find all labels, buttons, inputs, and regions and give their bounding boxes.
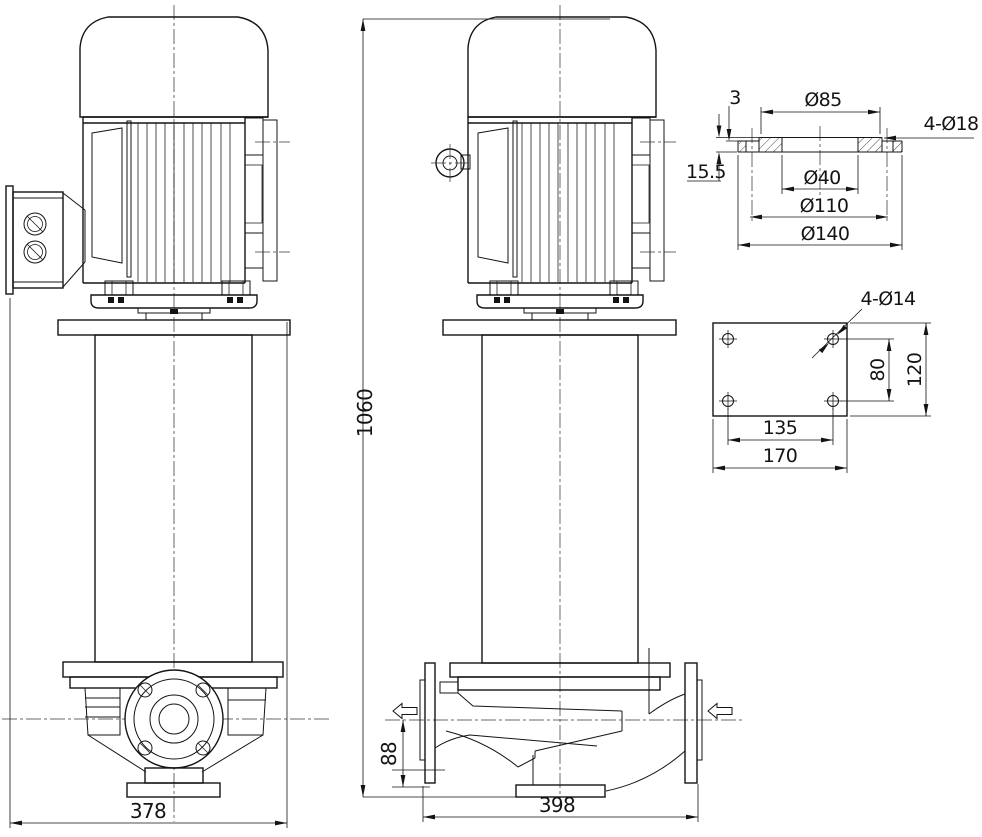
base-plate-hole-spacing-x-dim-text: 135 <box>763 417 797 439</box>
front-view: 378 <box>2 5 332 828</box>
base-plate-hole <box>824 330 842 348</box>
base-plate-holes-callout-text: 4-Ø14 <box>860 288 916 310</box>
outlet-flange <box>419 662 436 784</box>
flange-section-outline <box>737 137 903 153</box>
base-plate-detail-view: 4-Ø14 80 120 135 170 <box>712 288 931 473</box>
flange-bolt-circle-dim: Ø110 <box>750 195 888 220</box>
motor-body <box>467 116 656 284</box>
base-plate-hole <box>719 330 737 348</box>
flange-raised-face-dia-dim: Ø85 <box>760 89 881 134</box>
motor-body <box>82 116 268 284</box>
flange-bolt-circle-dim-text: Ø110 <box>800 195 849 217</box>
flow-arrow-in <box>707 702 733 720</box>
flange-outer-dia-dim-text: Ø140 <box>801 223 850 245</box>
flange-bore-dim-text: Ø40 <box>803 167 840 189</box>
flange-section-hatch <box>858 138 882 152</box>
base-plate-hole-spacing-y-dim-text: 80 <box>867 359 889 382</box>
flange-section-hatch <box>759 138 782 152</box>
terminal-box-screw <box>23 240 47 264</box>
motor-side-panel <box>477 127 509 264</box>
flange-thickness-dim: 15.5 <box>686 151 737 183</box>
flange-section-hatch <box>893 141 902 152</box>
motor-fins <box>137 123 231 282</box>
base-plate-width-dim-text: 170 <box>763 445 797 467</box>
base-plate-outline <box>712 322 848 417</box>
flange-detail-view: 3 15.5 Ø85 4-Ø18 Ø40 <box>686 87 979 250</box>
base-plate-hole <box>824 392 842 410</box>
side-port-height-dim: 88 <box>377 720 445 788</box>
flange-thickness-dim-text: 15.5 <box>686 161 726 183</box>
flange-raised-face-dia-dim-text: Ø85 <box>804 89 841 111</box>
side-base-width-dim-text: 398 <box>539 793 575 817</box>
side-base-width-dim: 398 <box>422 784 699 822</box>
flange-raised-face-dim: 3 <box>716 87 759 142</box>
flange-bolt-hole <box>137 682 153 698</box>
base-plate-hole-spacing-x-dim: 135 <box>727 408 834 445</box>
motor-side-panel <box>91 127 123 264</box>
front-overall-width-dim: 378 <box>9 298 288 828</box>
motor-side-strip <box>512 120 518 278</box>
lifting-eyebolt <box>431 144 471 182</box>
side-overall-height-dim: 1060 <box>353 18 610 798</box>
flange-outer-dia-dim: Ø140 <box>737 155 903 250</box>
base-plate-width-dim: 170 <box>712 419 848 473</box>
flange-bolt-hole <box>195 682 211 698</box>
base-plate-depth-dim: 120 <box>850 322 931 417</box>
flow-arrow-out <box>392 702 418 720</box>
flange-raised-face-dim-text: 3 <box>729 87 741 109</box>
side-view: 1060 88 398 <box>353 5 744 822</box>
fan-cover <box>467 16 657 118</box>
flange-bolt-hole <box>195 740 211 756</box>
pump-foot <box>515 784 606 798</box>
motor-base <box>476 280 644 309</box>
front-overall-width-dim-text: 378 <box>130 799 166 823</box>
flange-bolt-holes-callout: 4-Ø18 <box>884 113 979 141</box>
side-overall-height-dim-text: 1060 <box>353 389 377 438</box>
stool-plate <box>442 319 677 336</box>
base-plate-depth-dim-text: 120 <box>904 353 926 387</box>
terminal-box-screw <box>23 212 47 236</box>
casing-plate-2 <box>457 676 661 691</box>
fan-cover <box>79 16 269 118</box>
motor-fins <box>521 123 615 282</box>
base-plate-hole <box>719 392 737 410</box>
pump-column <box>94 334 253 663</box>
casing-blocks <box>84 687 267 773</box>
motor-base <box>90 280 258 309</box>
flange-bolt-holes-callout-text: 4-Ø18 <box>923 113 978 135</box>
flange-section-hatch <box>739 141 746 152</box>
suction-flange-face <box>124 669 224 769</box>
motor-rail-right <box>631 117 676 282</box>
side-port-height-dim-text: 88 <box>377 742 401 766</box>
terminal-box <box>5 185 86 295</box>
flange-bore-dim: Ø40 <box>781 155 859 194</box>
inlet-flange <box>684 662 703 784</box>
volute-casing <box>419 648 703 798</box>
base-plate-holes-callout: 4-Ø14 <box>811 288 917 359</box>
motor-rail-right <box>244 117 290 282</box>
flange-bolt-hole <box>137 740 153 756</box>
base-plate-hole-spacing-y-dim: 80 <box>841 338 894 402</box>
motor-side-strip <box>126 120 132 278</box>
pump-foot <box>126 782 221 798</box>
